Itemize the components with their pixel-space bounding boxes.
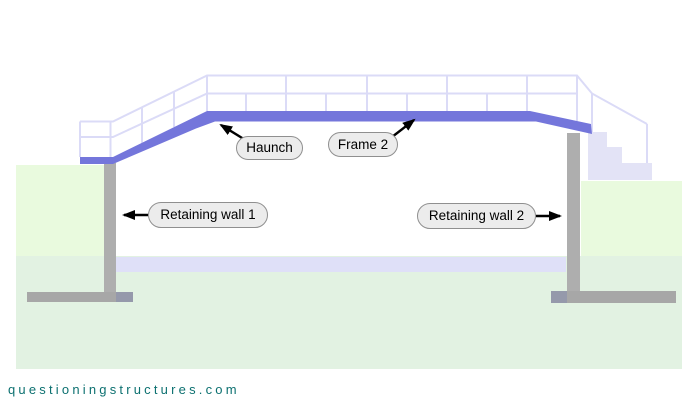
wall-1-stem	[104, 163, 116, 292]
embankment-right	[581, 181, 682, 256]
embankment-left	[16, 165, 104, 256]
wall-2-footing	[551, 291, 676, 303]
railing	[79, 74, 648, 163]
frame2-label-text: Frame 2	[337, 136, 389, 152]
stair-step	[607, 147, 622, 180]
stair-step	[588, 132, 607, 180]
wall-1-footing	[27, 292, 133, 302]
stair-step	[622, 163, 652, 180]
haunch-label: Haunch	[236, 136, 303, 160]
wall-1-footing-shaded	[116, 292, 133, 302]
retaining-wall-1-label: Retaining wall 1	[148, 202, 268, 228]
wall-2-footing-shaded	[551, 291, 567, 303]
retaining-wall-2	[551, 133, 676, 303]
railing-mid-rail	[80, 92, 577, 138]
ground-embankments	[16, 165, 682, 369]
underpass-band	[116, 257, 566, 272]
haunch-label-text: Haunch	[246, 140, 293, 156]
frame-deck-with-haunch	[80, 111, 592, 164]
watermark-text: questioningstructures.com	[8, 382, 240, 397]
retaining-wall-1-label-text: Retaining wall 1	[160, 207, 256, 223]
retaining-wall-2-label-text: Retaining wall 2	[428, 208, 525, 224]
wall-2-stem	[567, 133, 580, 291]
railing-top-rail	[80, 74, 648, 125]
frame2-arrow	[391, 118, 416, 138]
stairs	[588, 132, 652, 180]
retaining-wall-1	[27, 163, 133, 302]
frame2-label: Frame 2	[328, 132, 398, 157]
retaining-wall-2-label: Retaining wall 2	[417, 203, 536, 229]
